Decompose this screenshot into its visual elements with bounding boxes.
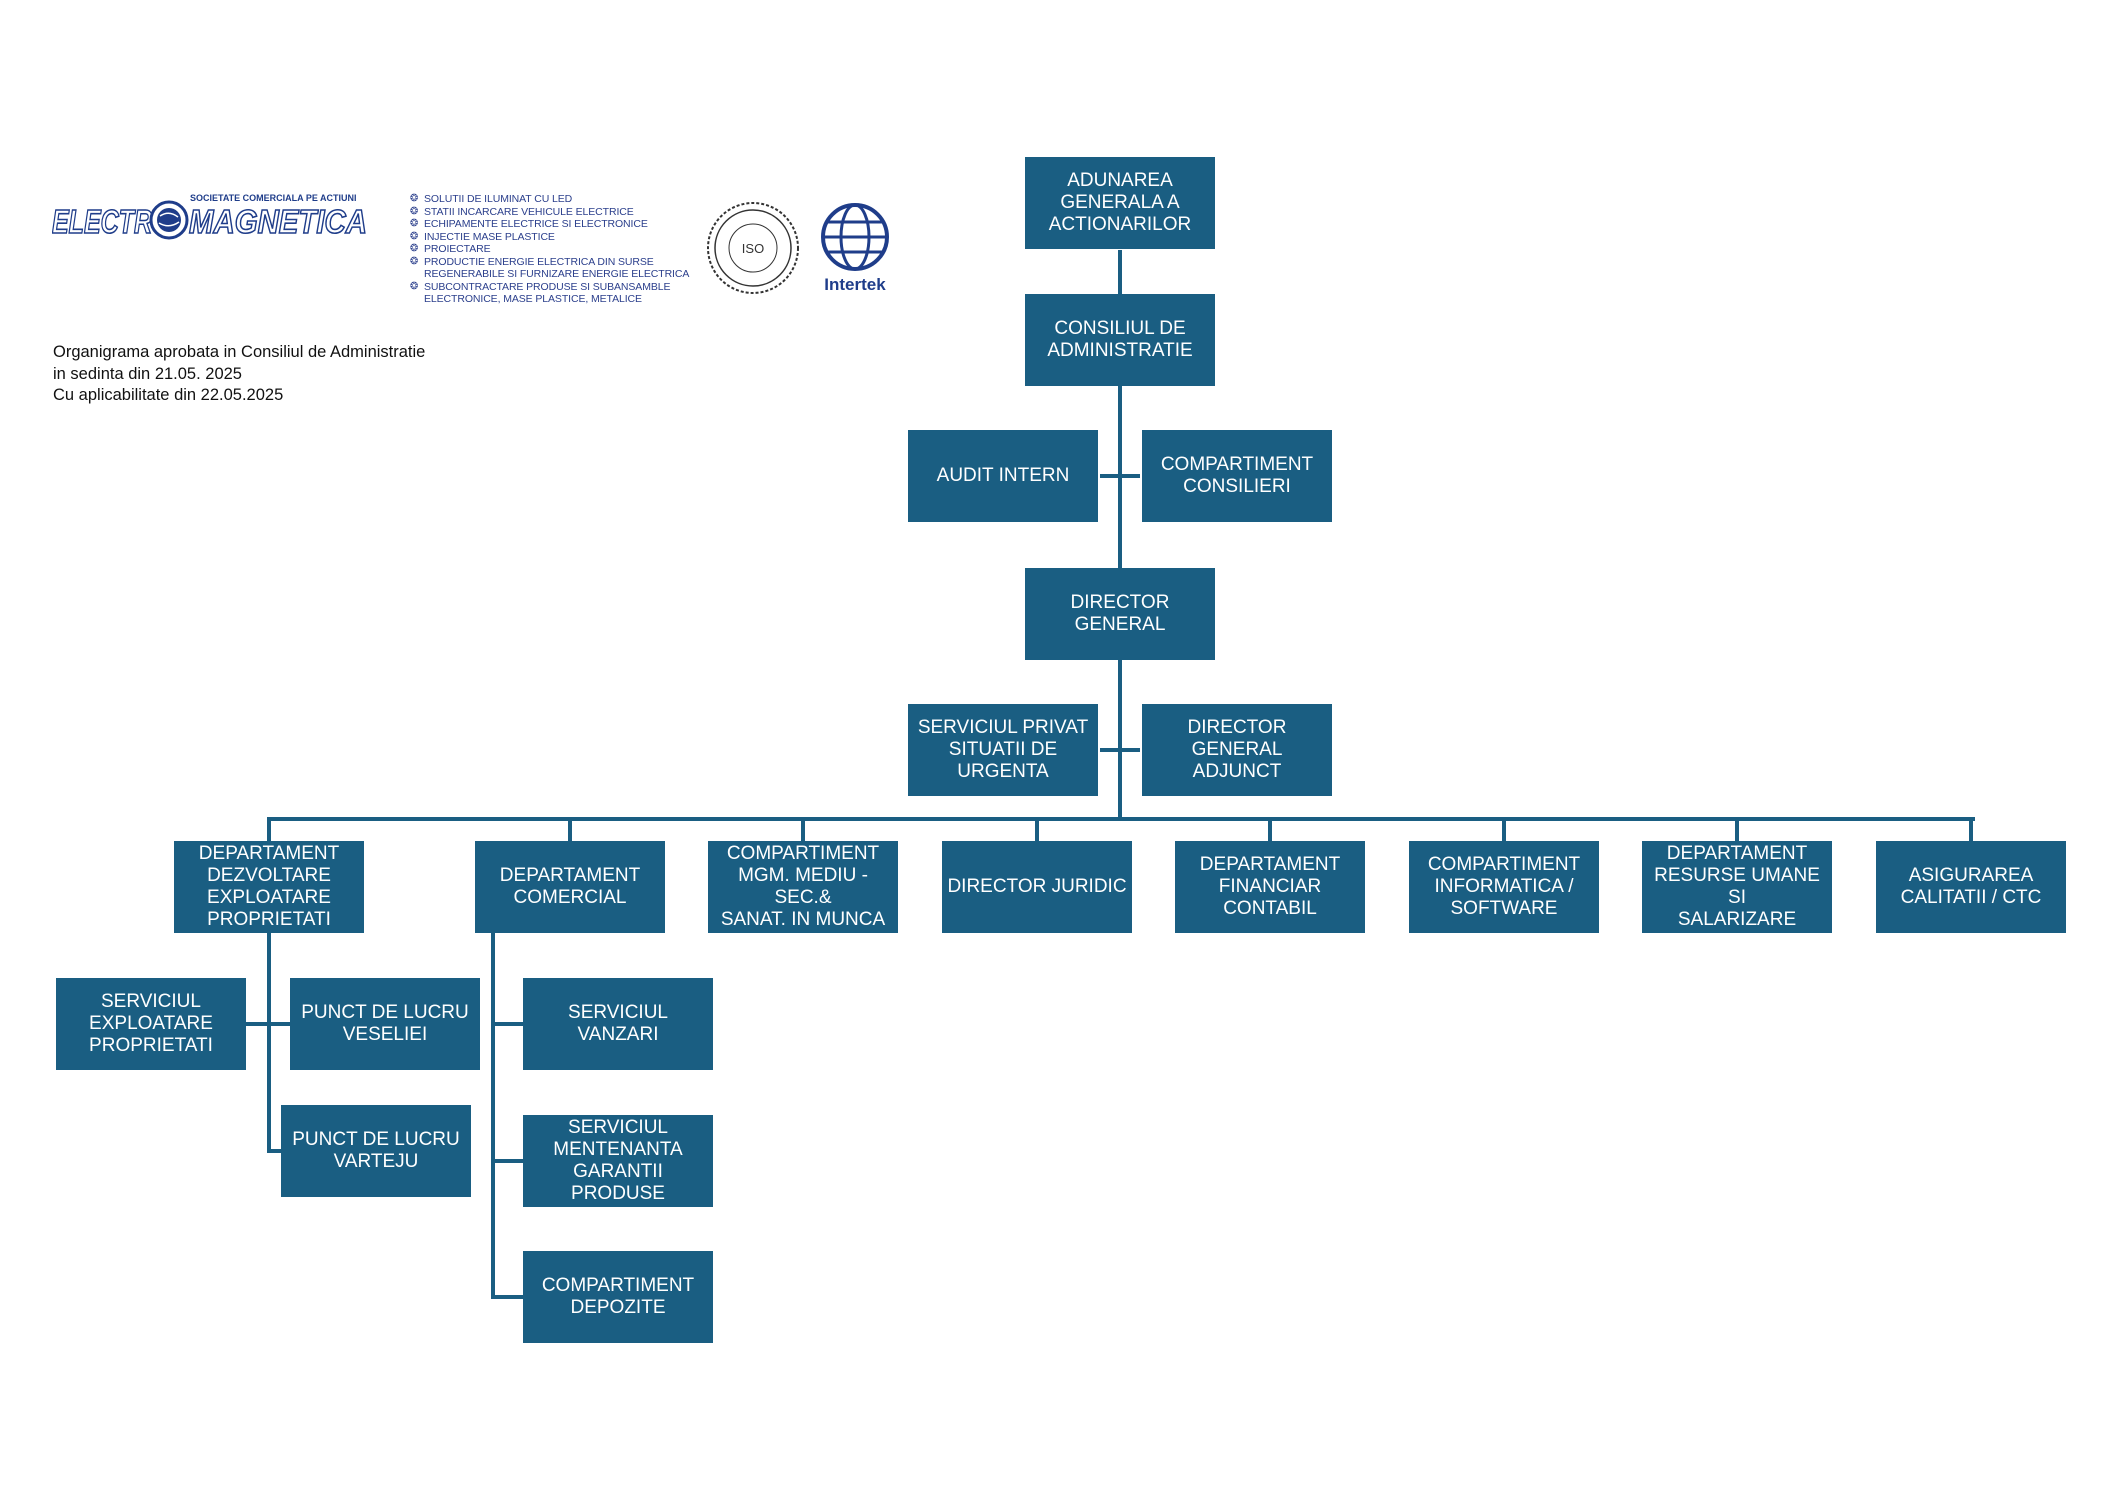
certification-seal-icon: ISO — [705, 200, 801, 301]
connector-line — [267, 817, 271, 841]
connector-line — [801, 817, 805, 841]
services-list: ❂SOLUTII DE ILUMINAT CU LED ❂STATII INCA… — [410, 193, 694, 306]
connector-line — [1969, 817, 1973, 841]
connector-line — [1100, 474, 1140, 478]
globe-bullet-icon: ❂ — [410, 280, 419, 292]
connector-line — [1735, 817, 1739, 841]
connector-line — [491, 933, 495, 1299]
approval-note: Organigrama aprobata in Consiliul de Adm… — [53, 342, 425, 407]
company-logo: SOCIETATE COMERCIALA PE ACTIUNI ELECTR M… — [51, 190, 372, 245]
globe-bullet-icon: ❂ — [410, 218, 419, 229]
service-item: ❂SUBCONTRACTARE PRODUSE SI SUBANSAMBLE E… — [410, 280, 671, 306]
box-asigurarea-calitatii: ASIGURAREA CALITATII / CTC — [1876, 841, 2066, 933]
connector-line — [491, 1022, 523, 1026]
box-compartiment-mediu: COMPARTIMENT MGM. MEDIU - SEC.& SANAT. I… — [708, 841, 898, 933]
connector-line — [267, 817, 1975, 821]
connector-line — [267, 933, 271, 1153]
approval-line: in sedinta din 21.05. 2025 — [53, 364, 242, 383]
globe-bullet-icon: ❂ — [410, 230, 419, 242]
intertek-globe-icon — [818, 200, 892, 279]
cert-iso-text: ISO — [742, 241, 764, 256]
connector-line — [1100, 748, 1140, 752]
service-item: ❂STATII INCARCARE VEHICULE ELECTRICE — [410, 205, 634, 218]
box-dept-comercial: DEPARTAMENT COMERCIAL — [475, 841, 665, 933]
approval-line: Cu aplicabilitate din 22.05.2025 — [53, 386, 284, 404]
connector-line — [491, 1295, 523, 1299]
service-item: ❂SOLUTII DE ILUMINAT CU LED — [410, 193, 573, 205]
box-dept-dezvoltare: DEPARTAMENT DEZVOLTARE EXPLOATARE PROPRI… — [174, 841, 364, 933]
box-director-general-adjunct: DIRECTOR GENERAL ADJUNCT — [1142, 704, 1332, 796]
logo-text-right: MAGNETICA — [189, 203, 367, 240]
intertek-label: Intertek — [824, 275, 886, 294]
box-serviciul-exploatare: SERVICIUL EXPLOATARE PROPRIETATI — [56, 978, 246, 1070]
connector-line — [1118, 660, 1122, 820]
logo-globe-icon — [149, 200, 189, 240]
box-audit-intern: AUDIT INTERN — [908, 430, 1098, 522]
box-dept-resurse-umane: DEPARTAMENT RESURSE UMANE SI SALARIZARE — [1642, 841, 1832, 933]
connector-line — [1268, 817, 1272, 841]
connector-line — [491, 1159, 523, 1163]
box-compartiment-informatica: COMPARTIMENT INFORMATICA / SOFTWARE — [1409, 841, 1599, 933]
globe-bullet-icon: ❂ — [410, 243, 419, 254]
box-serviciul-mentenanta: SERVICIUL MENTENANTA GARANTII PRODUSE — [523, 1115, 713, 1207]
logo-text-left: ELECTR — [52, 203, 152, 240]
service-item: ❂PRODUCTIE ENERGIE ELECTRICA DIN SURSE R… — [410, 255, 690, 281]
box-punct-lucru-veseliei: PUNCT DE LUCRU VESELIEI — [290, 978, 480, 1070]
box-consiliul-administratie: CONSILIUL DE ADMINISTRATIE — [1025, 294, 1215, 386]
globe-bullet-icon: ❂ — [410, 193, 419, 204]
connector-line — [267, 1149, 281, 1153]
box-director-juridic: DIRECTOR JURIDIC — [942, 841, 1132, 933]
box-situatii-urgenta: SERVICIUL PRIVAT SITUATII DE URGENTA — [908, 704, 1098, 796]
service-item: ❂INJECTIE MASE PLASTICE — [410, 230, 555, 243]
approval-line: Organigrama aprobata in Consiliul de Adm… — [53, 343, 426, 361]
logo-tagline: SOCIETATE COMERCIALA PE ACTIUNI — [190, 193, 357, 203]
box-compartiment-consilieri: COMPARTIMENT CONSILIERI — [1142, 430, 1332, 522]
box-serviciul-vanzari: SERVICIUL VANZARI — [523, 978, 713, 1070]
connector-line — [246, 1022, 290, 1026]
connector-line — [1118, 250, 1122, 294]
box-compartiment-depozite: COMPARTIMENT DEPOZITE — [523, 1251, 713, 1343]
service-item: ❂ECHIPAMENTE ELECTRICE SI ELECTRONICE — [410, 218, 648, 230]
connector-line — [1502, 817, 1506, 841]
service-item: ❂PROIECTARE — [410, 243, 491, 255]
box-director-general: DIRECTOR GENERAL — [1025, 568, 1215, 660]
globe-bullet-icon: ❂ — [410, 255, 419, 267]
box-dept-financiar: DEPARTAMENT FINANCIAR CONTABIL — [1175, 841, 1365, 933]
box-adunarea-generala: ADUNAREA GENERALA A ACTIONARILOR — [1025, 157, 1215, 249]
box-punct-lucru-varteju: PUNCT DE LUCRU VARTEJU — [281, 1105, 471, 1197]
connector-line — [568, 817, 572, 841]
globe-bullet-icon: ❂ — [410, 205, 419, 217]
connector-line — [1035, 817, 1039, 841]
